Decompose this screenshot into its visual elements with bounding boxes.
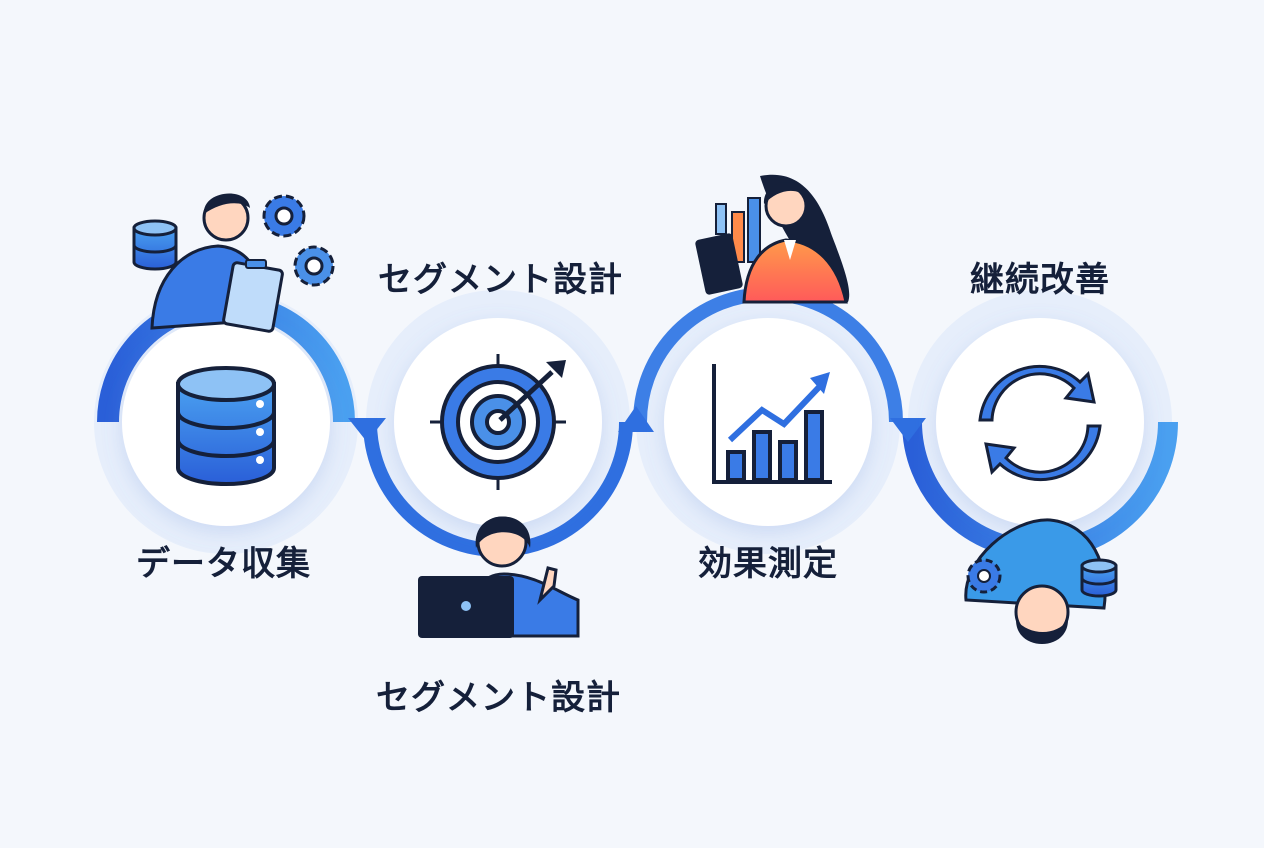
- target-icon: [430, 354, 566, 490]
- extra-label-segment: セグメント設計: [376, 678, 621, 718]
- step-label-improvement: 継続改善: [970, 260, 1110, 300]
- arrow-down-icon: [348, 418, 386, 442]
- gear-icon: [966, 558, 1002, 594]
- refresh-icon: [978, 364, 1102, 482]
- person-upside-down-illustration: [964, 518, 1118, 644]
- gear-icon: [293, 245, 335, 287]
- flow-arrows: [348, 406, 926, 442]
- database-small-icon: [132, 219, 178, 271]
- person-laptop-illustration: [418, 516, 580, 638]
- person-tablet-illustration: [695, 174, 850, 304]
- step-label-measurement: 効果測定: [698, 544, 838, 584]
- arrow-down-icon: [890, 418, 926, 442]
- person-analyst-illustration: [132, 193, 335, 333]
- database-icon: [176, 366, 276, 486]
- step-label-data-collection: データ収集: [136, 544, 311, 584]
- bar-chart-icon: [712, 364, 832, 484]
- database-small-icon: [1080, 558, 1118, 598]
- arrow-up-icon: [618, 406, 654, 432]
- gear-icon: [262, 194, 306, 238]
- step-label-segment: セグメント設計: [378, 260, 623, 300]
